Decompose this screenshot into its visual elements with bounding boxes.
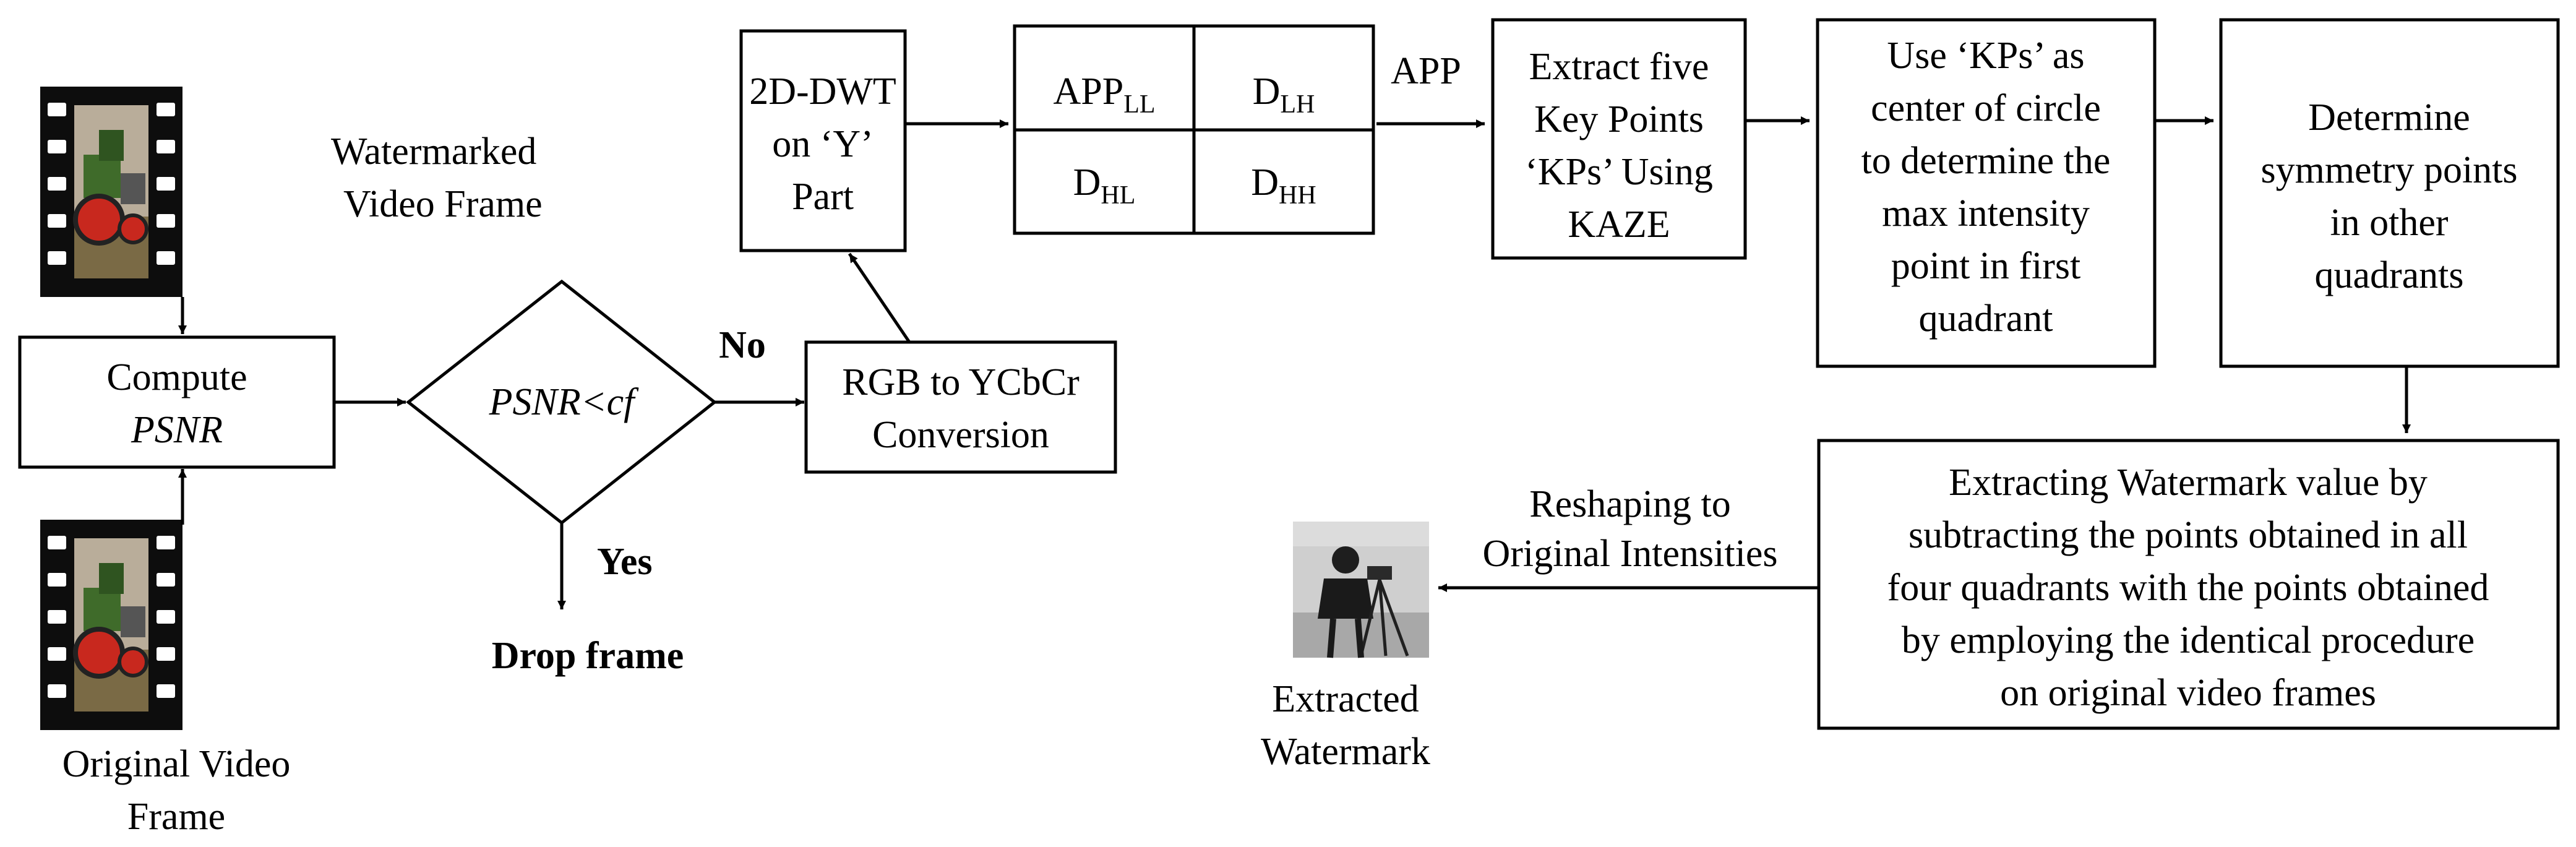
arrow-rgb-to-dwt [848, 252, 911, 343]
circle-max-intensity-box [1816, 18, 2157, 368]
circle-label-3: to determine the [1861, 140, 2111, 182]
extract-label-1: Extracting Watermark value by [1949, 462, 2428, 504]
circle-label-4: max intensity [1882, 192, 2090, 234]
reshape-label-1: Reshaping to [1529, 483, 1730, 525]
extract-label-2: subtracting the points obtained in all [1908, 514, 2468, 556]
yes-label: Yes [597, 541, 653, 583]
subband-grid: APPLL DLH DHL DHH [1013, 24, 1375, 235]
dwt-label-3: Part [792, 176, 854, 218]
symmetry-label-2: symmetry points [2260, 149, 2517, 191]
symmetry-label-1: Determine [2308, 97, 2470, 139]
rgb-label-2: Conversion [872, 414, 1049, 456]
circle-label-1: Use ‘KPs’ as [1887, 35, 2084, 77]
original-label-1: Original Video [62, 743, 291, 785]
kaze-box [1491, 18, 1747, 260]
dwt-box [739, 29, 907, 252]
kaze-label-1: Extract five [1529, 46, 1709, 88]
rgb-to-ycbcr-box [804, 340, 1117, 474]
extract-label-4: by employing the identical procedure [1902, 619, 2475, 661]
drop-frame-label: Drop frame [492, 635, 684, 677]
original-frame-image [40, 520, 182, 730]
extracted-label-2: Watermark [1261, 731, 1430, 773]
extract-label-5: on original video frames [2000, 672, 2376, 714]
decision-label: PSNR<cf [489, 381, 639, 423]
watermarked-label-2: Video Frame [343, 183, 543, 225]
rgb-label-1: RGB to YCbCr [842, 361, 1080, 403]
no-label: No [719, 324, 766, 366]
extract-watermark-box [1817, 439, 2560, 730]
watermarked-frame-image [40, 87, 182, 297]
symmetry-label-3: in other [2330, 202, 2448, 244]
circle-label-2: center of circle [1871, 87, 2101, 129]
compute-label: Compute [106, 356, 247, 398]
watermarked-label-1: Watermarked [331, 131, 536, 173]
kaze-label-3: ‘KPs’ Using [1525, 151, 1713, 193]
symmetry-box [2219, 18, 2560, 368]
dwt-label-1: 2D-DWT [749, 71, 896, 113]
symmetry-label-4: quadrants [2314, 254, 2463, 296]
extracted-label-1: Extracted [1272, 678, 1419, 720]
kaze-label-4: KAZE [1568, 204, 1670, 246]
original-label-2: Frame [127, 796, 225, 838]
extract-label-3: four quadrants with the points obtained [1887, 567, 2489, 609]
circle-label-5: point in first [1891, 245, 2081, 287]
psnr-label: PSNR [131, 409, 223, 451]
subband-hl: DHL [1073, 161, 1136, 210]
subband-hh: DHH [1251, 161, 1316, 210]
subband-ll: APPLL [1053, 71, 1155, 119]
circle-label-6: quadrant [1919, 298, 2053, 340]
subband-lh: DLH [1253, 71, 1315, 119]
dwt-label-2: on ‘Y’ [772, 123, 874, 165]
kaze-label-2: Key Points [1534, 98, 1704, 140]
reshape-label-2: Original Intensities [1483, 533, 1778, 575]
app-label: APP [1391, 50, 1461, 92]
compute-psnr-box [18, 335, 336, 469]
cameraman-image [1293, 522, 1429, 658]
